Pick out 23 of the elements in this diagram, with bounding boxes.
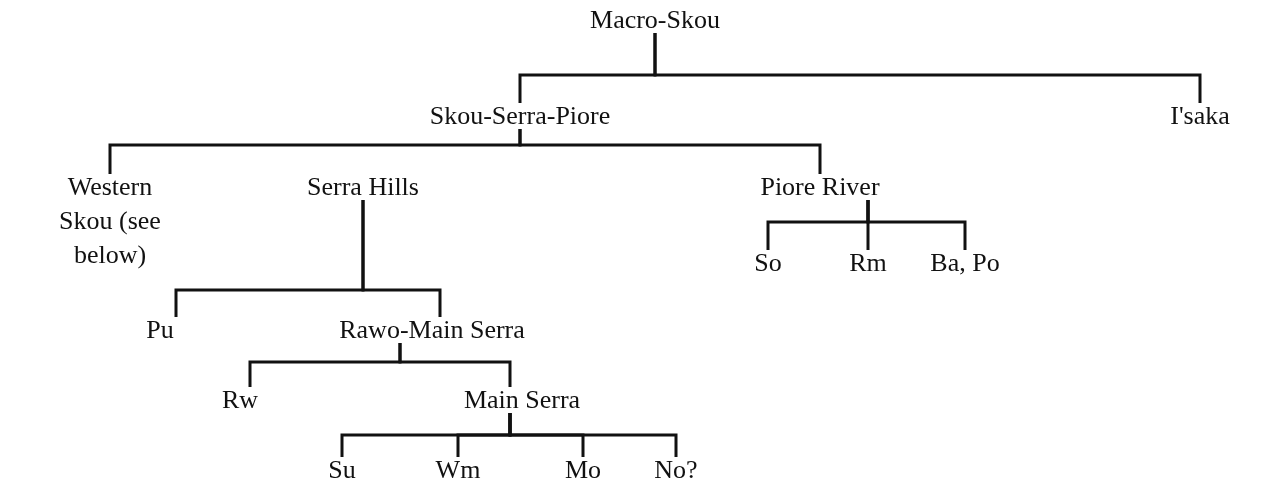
language-label: Pu (146, 313, 174, 347)
language-label: Skou-Serra-Piore (429, 99, 611, 133)
language-label: Macro-Skou (590, 3, 720, 37)
language-label: No? (654, 453, 698, 487)
language-label: So (754, 246, 782, 280)
language-label: Rw (221, 383, 259, 417)
language-label: Su (328, 453, 356, 487)
language-label: Main Serra (463, 383, 581, 417)
language-label: Serra Hills (307, 170, 419, 204)
language-label: Rm (849, 246, 887, 280)
language-label: Rawo-Main Serra (339, 313, 525, 347)
language-label: Wm (435, 453, 481, 487)
language-label: I'saka (1170, 99, 1230, 133)
tree-branch (518, 129, 822, 174)
language-label: Mo (564, 453, 602, 487)
language-label: Ba, Po (930, 246, 1000, 280)
tree-branch (398, 343, 512, 387)
language-label: Piore River (760, 170, 880, 204)
tree-branch (361, 200, 442, 317)
tree-branch (866, 200, 967, 250)
tree-branch (508, 413, 678, 457)
language-label: Western Skou (see below) (44, 170, 176, 272)
tree-branch (653, 33, 1202, 103)
